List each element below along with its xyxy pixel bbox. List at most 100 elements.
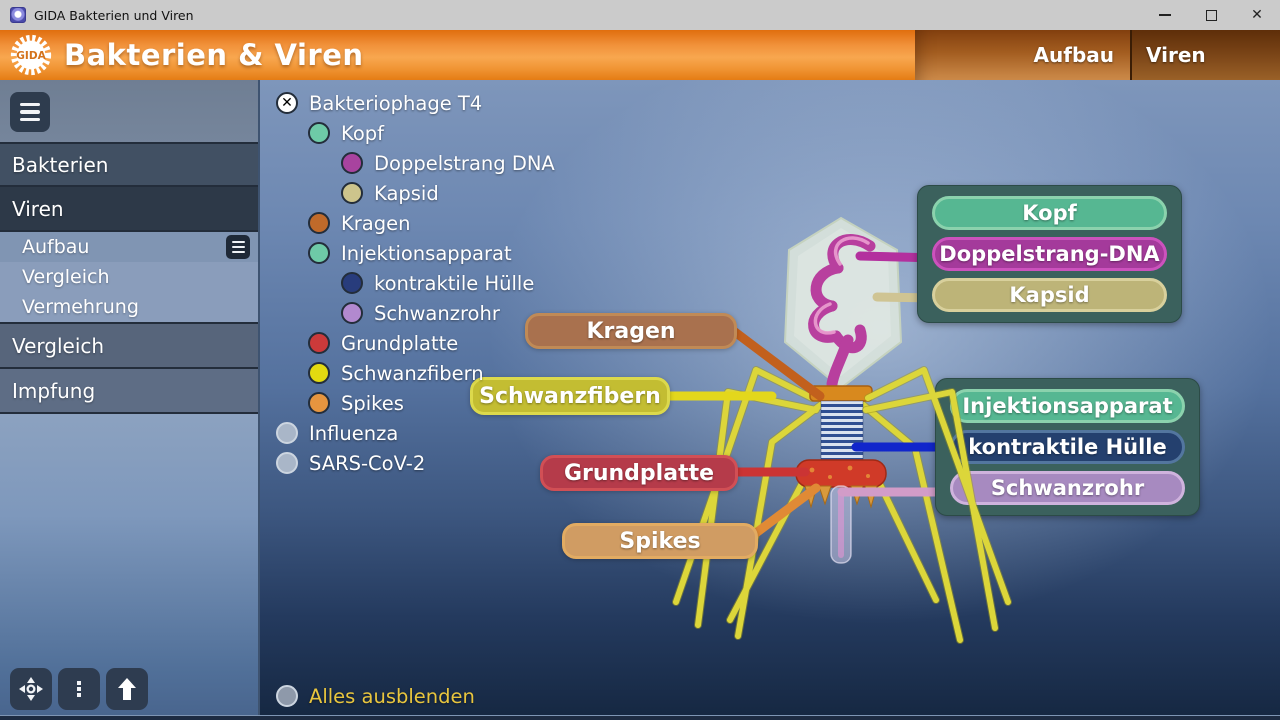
titlebar: GIDA Bakterien und Viren ✕: [0, 0, 1280, 30]
sidebar-item-label: Aufbau: [22, 236, 90, 258]
sidebar-item-bakterien[interactable]: Bakterien: [0, 142, 258, 187]
legend-item-injektionsapparat[interactable]: Injektionsapparat: [308, 238, 555, 268]
legend-item-spikes[interactable]: Spikes: [308, 388, 555, 418]
callout-doppelstrang-dna: Doppelstrang-DNA: [932, 237, 1167, 271]
color-toggle-icon[interactable]: [308, 242, 330, 264]
menu-icon[interactable]: [10, 92, 50, 132]
sidebar-item-viren-vermehrung[interactable]: Vermehrung: [0, 292, 258, 322]
color-toggle-icon[interactable]: [308, 392, 330, 414]
app-icon: [10, 7, 26, 23]
legend-label: Kapsid: [374, 181, 439, 205]
legend-label: Schwanzrohr: [374, 301, 500, 325]
legend-label: Spikes: [341, 391, 404, 415]
callout-group-head: Kopf Doppelstrang-DNA Kapsid: [917, 185, 1182, 323]
legend-item-schwanzfibern[interactable]: Schwanzfibern: [308, 358, 555, 388]
color-toggle-icon[interactable]: [341, 182, 363, 204]
content-area: ✕ Bakteriophage T4 Kopf Doppelstrang DNA…: [260, 80, 1280, 720]
minimize-button[interactable]: [1142, 0, 1188, 30]
callout-kragen: Kragen: [525, 313, 737, 349]
brand: GIDA Bakterien & Viren: [0, 30, 915, 80]
window-bottom-edge: [0, 715, 1280, 720]
sidebar-item-viren-aufbau[interactable]: Aufbau: [0, 232, 258, 262]
sidebar-item-impfung[interactable]: Impfung: [0, 369, 258, 414]
callout-kapsid: Kapsid: [932, 278, 1167, 312]
tab-viren[interactable]: Viren: [1130, 30, 1280, 80]
color-toggle-icon[interactable]: [341, 152, 363, 174]
legend-label: Bakteriophage T4: [309, 91, 483, 115]
more-options-button[interactable]: [58, 668, 100, 710]
callout-kontraktile-huelle: kontraktile Hülle: [950, 430, 1185, 464]
minimize-icon: [1159, 14, 1171, 16]
legend-label: Kragen: [341, 211, 411, 235]
color-toggle-icon[interactable]: [308, 362, 330, 384]
legend-item-sars-cov-2[interactable]: SARS-CoV-2: [276, 448, 555, 478]
legend-label: Doppelstrang DNA: [374, 151, 555, 175]
sidebar-toolbar: [10, 668, 148, 710]
callout-spikes: Spikes: [562, 523, 758, 559]
app-title: Bakterien & Viren: [64, 38, 364, 72]
kebab-icon: [77, 681, 81, 697]
pan-button[interactable]: [10, 668, 52, 710]
legend-item-grundplatte[interactable]: Grundplatte: [308, 328, 555, 358]
maximize-button[interactable]: [1188, 0, 1234, 30]
sidebar-submenu-viren: Aufbau Vergleich Vermehrung: [0, 232, 258, 324]
legend-label: Grundplatte: [341, 331, 459, 355]
kragen-connector: [730, 327, 825, 401]
close-button[interactable]: ✕: [1251, 7, 1263, 23]
callout-schwanzrohr: Schwanzrohr: [950, 471, 1185, 505]
callout-group-tail: Injektionsapparat kontraktile Hülle Schw…: [935, 378, 1200, 516]
dna-coil: [808, 234, 876, 390]
legend-item-doppelstrang-dna[interactable]: Doppelstrang DNA: [341, 148, 555, 178]
legend-label: Influenza: [309, 421, 399, 445]
color-toggle-icon[interactable]: [276, 422, 298, 444]
legend-item-bakteriophage-t4[interactable]: ✕ Bakteriophage T4: [276, 88, 555, 118]
callout-injektionsapparat: Injektionsapparat: [950, 389, 1185, 423]
arrow-up-icon: [118, 678, 136, 700]
legend-label: Schwanzfibern: [341, 361, 484, 385]
color-toggle-icon[interactable]: [308, 122, 330, 144]
legend-label: kontraktile Hülle: [374, 271, 535, 295]
sidebar-item-vergleich[interactable]: Vergleich: [0, 324, 258, 369]
hide-all-button[interactable]: Alles ausblenden: [276, 681, 475, 711]
dna-coil-highlight: [813, 236, 870, 335]
baseplate-texture: [809, 465, 870, 479]
window-title: GIDA Bakterien und Viren: [34, 7, 194, 23]
legend-label: Kopf: [341, 121, 384, 145]
sidebar-item-viren-vergleich[interactable]: Vergleich: [0, 262, 258, 292]
color-toggle-icon[interactable]: [308, 212, 330, 234]
tail-tube-core: [838, 490, 844, 558]
phage-sheath: [820, 400, 864, 465]
app-header: GIDA Bakterien & Viren Aufbau Viren: [0, 30, 1280, 80]
phage-baseplate: [795, 459, 887, 488]
legend-item-schwanzrohr[interactable]: Schwanzrohr: [341, 298, 555, 328]
legend-item-kragen[interactable]: Kragen: [308, 208, 555, 238]
pan-icon: [19, 677, 43, 701]
sidebar-nav: Bakterien Viren Aufbau Vergleich Vermehr…: [0, 142, 258, 414]
close-toggle-icon[interactable]: ✕: [276, 92, 298, 114]
tail-fibers: [673, 367, 963, 643]
legend-item-influenza[interactable]: Influenza: [276, 418, 555, 448]
color-toggle-icon[interactable]: [341, 272, 363, 294]
color-toggle-icon[interactable]: [276, 685, 298, 707]
sidebar: Bakterien Viren Aufbau Vergleich Vermehr…: [0, 80, 260, 720]
hide-all-label: Alles ausblenden: [309, 684, 475, 708]
color-toggle-icon[interactable]: [308, 332, 330, 354]
maximize-icon: [1205, 9, 1217, 21]
callout-schwanzfibern: Schwanzfibern: [470, 377, 670, 415]
scroll-up-button[interactable]: [106, 668, 148, 710]
legend-item-kopf[interactable]: Kopf: [308, 118, 555, 148]
color-toggle-icon[interactable]: [276, 452, 298, 474]
gida-logo-icon: GIDA: [10, 34, 52, 76]
color-toggle-icon[interactable]: [341, 302, 363, 324]
legend-label: Injektionsapparat: [341, 241, 512, 265]
spikes-connector: [747, 483, 821, 541]
sidebar-item-viren[interactable]: Viren: [0, 187, 258, 232]
legend-item-kontraktile-huelle[interactable]: kontraktile Hülle: [341, 268, 555, 298]
tab-aufbau[interactable]: Aufbau: [915, 30, 1130, 80]
legend-label: SARS-CoV-2: [309, 451, 426, 475]
window-controls: ✕: [1142, 0, 1280, 30]
legend-item-kapsid[interactable]: Kapsid: [341, 178, 555, 208]
gida-logo-text: GIDA: [16, 50, 46, 62]
submenu-options-icon[interactable]: [226, 235, 250, 259]
